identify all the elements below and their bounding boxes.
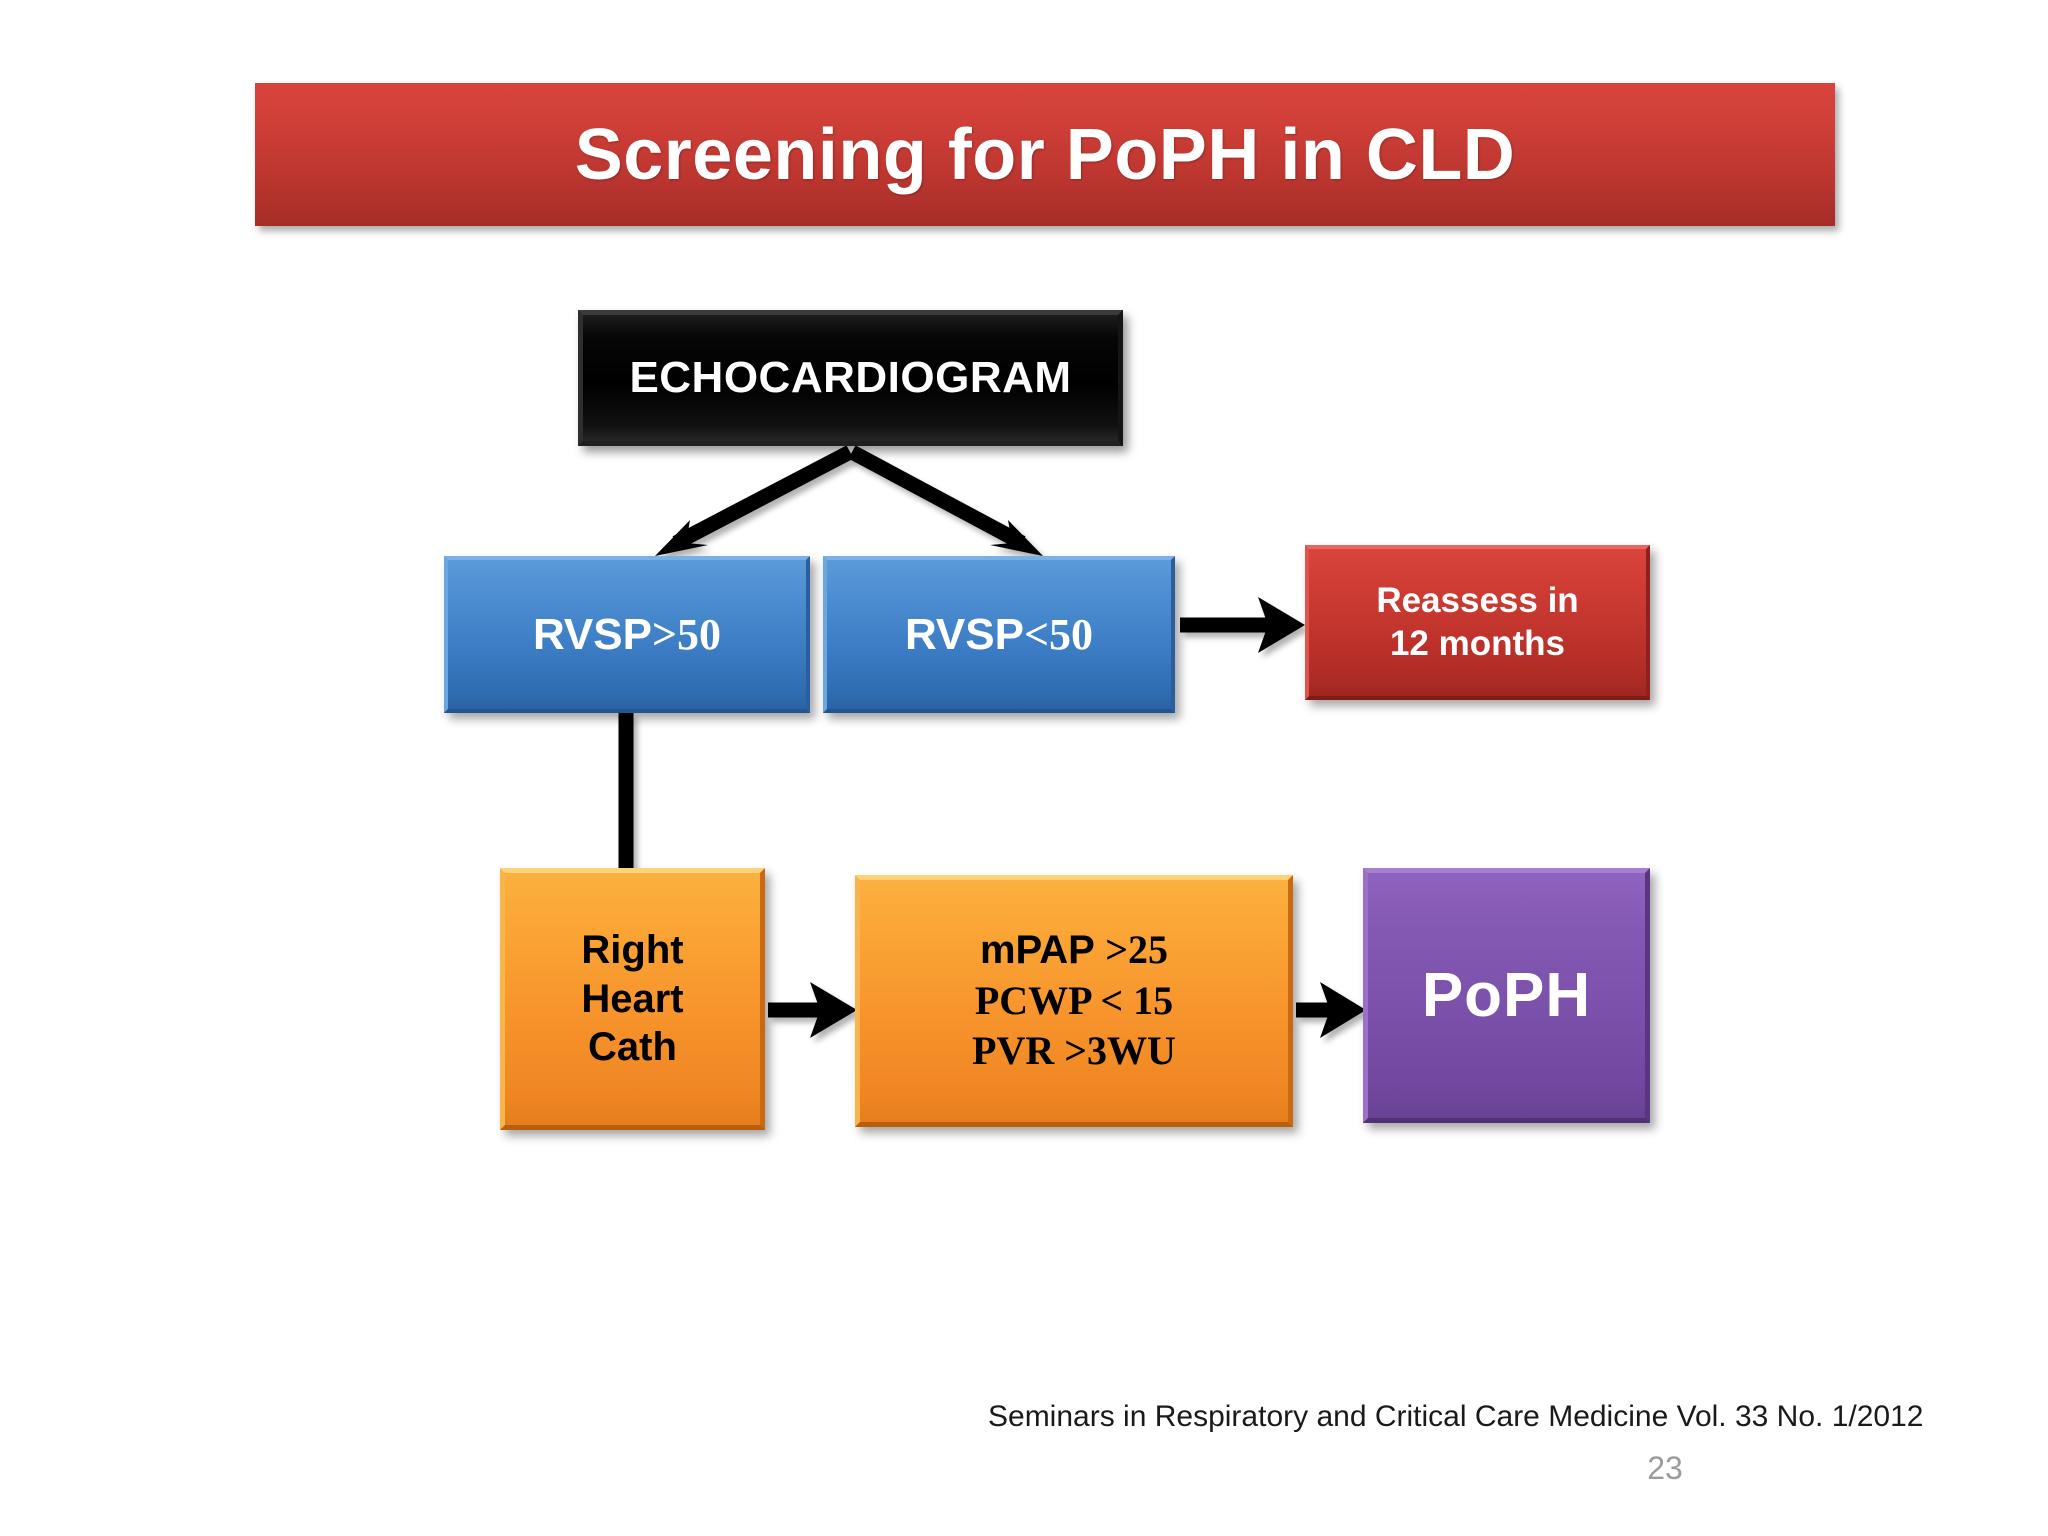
node-right-heart-cath[interactable]: Right Heart Cath <box>500 868 765 1130</box>
page-number: 23 <box>1647 1450 1683 1486</box>
rvsp-low-prefix: RVSP <box>904 609 1024 659</box>
rvsp-low-operator: < <box>1023 609 1050 659</box>
node-rvsp-high[interactable]: RVSP>50 <box>444 556 810 713</box>
arrow-echo-to-rvsp-low <box>848 445 1043 556</box>
node-reassess-line2: 12 months <box>1389 623 1566 663</box>
rvsp-low-value: 50 <box>1049 609 1094 659</box>
arrow-rvsp-low-to-reassess <box>1180 597 1305 653</box>
rvsp-high-value: 50 <box>677 609 722 659</box>
node-rhc-line1: Right <box>581 927 684 972</box>
rvsp-high-prefix: RVSP <box>532 609 652 659</box>
node-rhc-line2: Heart <box>581 976 684 1021</box>
node-rvsp-high-label: RVSP>50 <box>533 608 721 662</box>
rvsp-high-operator: > <box>651 609 678 659</box>
node-hemodynamic-criteria[interactable]: mPAP >25 PCWP < 15 PVR >3WU <box>855 875 1293 1127</box>
arrow-hemodynamics-to-poph <box>1296 982 1366 1038</box>
hemo-line-pcwp: PCWP < 15 <box>974 977 1174 1023</box>
node-rvsp-low[interactable]: RVSP<50 <box>823 556 1175 713</box>
node-hemodynamic-criteria-label: mPAP >25 PCWP < 15 PVR >3WU <box>972 926 1176 1076</box>
hemo-line-mpap: mPAP >25 <box>980 926 1168 975</box>
page-title: Screening for PoPH in CLD <box>574 114 1516 195</box>
arrow-echo-to-rvsp-high <box>655 445 854 556</box>
node-reassess-line1: Reassess in <box>1376 580 1579 620</box>
node-echocardiogram[interactable]: ECHOCARDIOGRAM <box>578 310 1123 446</box>
node-reassess[interactable]: Reassess in 12 months <box>1305 545 1650 700</box>
node-right-heart-cath-label: Right Heart Cath <box>581 926 683 1072</box>
node-echocardiogram-label: ECHOCARDIOGRAM <box>629 353 1072 403</box>
node-rvsp-low-label: RVSP<50 <box>905 608 1093 662</box>
slide-title-banner: Screening for PoPH in CLD <box>255 83 1835 226</box>
hemo-mpap-value: >25 <box>1105 926 1168 972</box>
node-poph-label: PoPH <box>1421 960 1592 1030</box>
hemo-mpap-prefix: mPAP <box>979 927 1106 972</box>
node-reassess-label: Reassess in 12 months <box>1376 580 1578 665</box>
arrow-rhc-to-hemodynamics <box>768 982 857 1038</box>
hemo-line-pvr: PVR >3WU <box>972 1028 1176 1074</box>
node-rhc-line3: Cath <box>588 1025 677 1070</box>
node-poph[interactable]: PoPH <box>1363 868 1650 1123</box>
footer-citation: Seminars in Respiratory and Critical Car… <box>988 1400 1924 1433</box>
